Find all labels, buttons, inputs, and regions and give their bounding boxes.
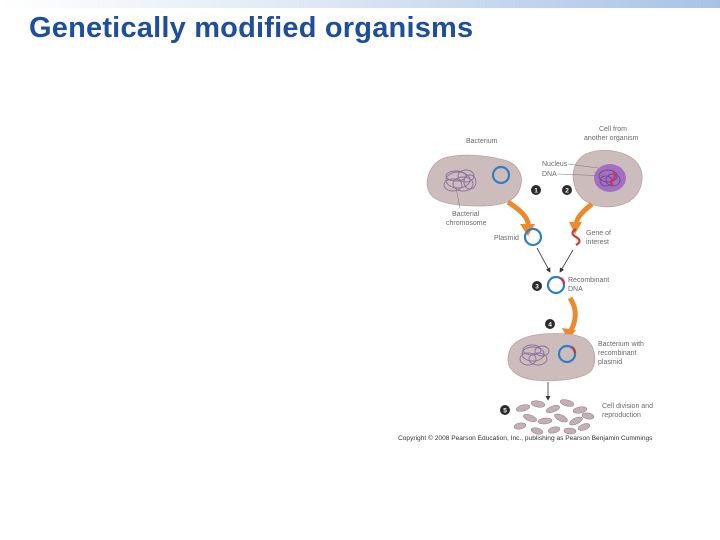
donor-dna-gene [610,172,616,186]
label-cell-from-2: another organism [584,135,639,142]
label-plasmid: Plasmid [494,235,519,242]
label-bacterial-chromosome-1: Bacterial [452,211,480,218]
recombinant-bacterium-plasmid [557,344,577,364]
pointer-nucleus [567,163,599,169]
donor-cell [572,150,643,208]
isolated-plasmid [523,227,543,247]
gmo-diagram-svg: Bacterium Cell from another organism Nuc… [398,126,653,442]
arrow-gene-to-recombinant [559,249,574,273]
label-bacterial-chromosome-2: chromosome [446,220,487,227]
bacterium-cell [426,154,522,207]
label-bacterium-with-2: recombinant [598,350,637,357]
label-bacterium: Bacterium [466,138,498,145]
step-4-marker [545,319,555,329]
label-nucleus: Nucleus [542,161,568,168]
recombinant-bacterium [507,333,596,382]
label-recombinant-1: Recombinant [568,277,609,284]
pointer-dna [557,173,609,177]
pointer-chromosome [455,187,461,209]
label-cell-division-2: reproduction [602,412,641,419]
label-bacterium-with-3: plasmid [598,359,622,366]
arrow-plasmid-to-recombinant [536,247,551,273]
donor-nucleus [594,164,626,192]
step-5-label: 5 [503,408,507,415]
step-5-marker [500,405,510,415]
dividing-bacteria [513,399,595,435]
step-4-label: 4 [548,322,552,329]
label-cell-division-1: Cell division and [602,403,653,410]
gmo-diagram: Bacterium Cell from another organism Nuc… [380,118,700,453]
step-3-label: 3 [535,284,539,291]
label-dna: DNA [542,171,557,178]
copyright-notice: Copyright © 2008 Pearson Education, Inc.… [398,434,653,442]
step-1-marker [531,185,541,195]
arrow-transformation [567,296,578,334]
isolated-gene [571,228,581,246]
step-3-marker [532,281,542,291]
top-decorative-band [0,0,720,8]
slide-title: Genetically modified organisms [29,12,474,44]
label-gene-1: Gene of [586,230,611,237]
label-gene-2: interest [586,239,609,246]
recombinant-dna [546,275,566,295]
step-2-marker [562,185,572,195]
label-cell-from-1: Cell from [599,126,627,133]
bacterial-chromosome [443,169,477,192]
step-2-label: 2 [565,188,569,195]
step-1-label: 1 [534,188,538,195]
label-recombinant-2: DNA [568,286,583,293]
bacterium-plasmid [491,165,511,185]
label-bacterium-with-1: Bacterium with [598,341,644,348]
